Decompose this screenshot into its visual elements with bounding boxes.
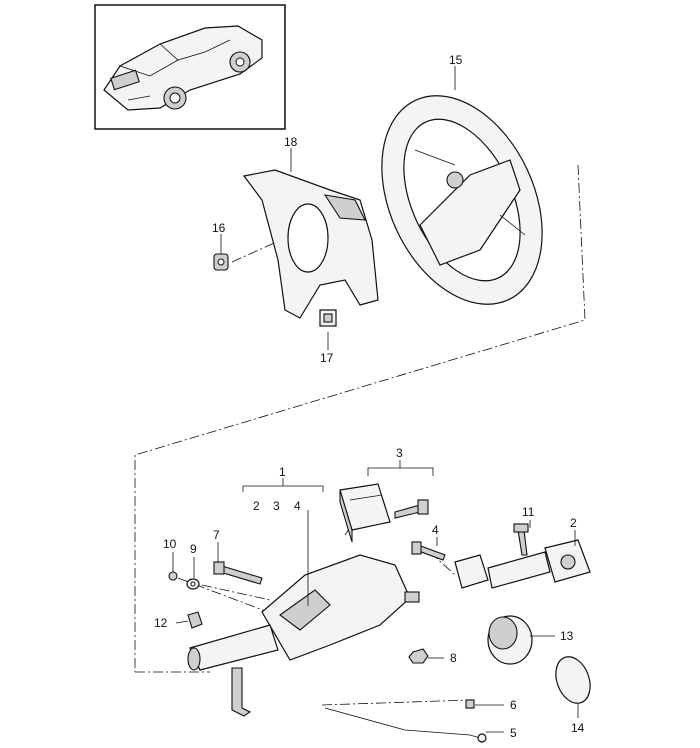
clip-12: [187, 611, 203, 629]
callout-15: 15: [449, 53, 463, 67]
steering-column-trim: [242, 169, 379, 319]
screw-3: [394, 499, 429, 519]
bolt-4: [411, 541, 446, 561]
car-thumbnail-icon: [103, 25, 263, 111]
callout-9: 9: [190, 542, 197, 556]
vehicle-thumbnail: [94, 4, 286, 130]
callout-16: 16: [212, 221, 226, 235]
callout-8: 8: [450, 651, 457, 665]
callout-1-sub-3: 3: [273, 499, 280, 513]
steering-column-1: [187, 554, 420, 717]
grommet-13: [487, 615, 533, 665]
screw-6: [465, 699, 475, 709]
steering-wheel: [381, 95, 543, 305]
nut-10: [168, 571, 178, 581]
dashdot-frame-upper: [134, 164, 586, 672]
callout-12: 12: [154, 616, 168, 630]
intermediate-shaft-2: [454, 539, 591, 589]
callout-13: 13: [560, 629, 574, 643]
control-unit-3: [339, 483, 391, 543]
callout-17: 17: [320, 351, 334, 365]
bolt-11: [513, 523, 529, 556]
callout-4: 4: [432, 523, 439, 537]
washer-9: [186, 578, 200, 590]
callout-14: 14: [571, 721, 585, 735]
callout-1: 1: [279, 465, 286, 479]
bolt-7: [213, 561, 263, 585]
callout-1-sub-2: 2: [253, 499, 260, 513]
cover-14: [555, 656, 591, 704]
callout-6: 6: [510, 698, 517, 712]
nut-8: [408, 648, 429, 664]
callout-11: 11: [522, 505, 535, 519]
screw-16: [213, 253, 229, 271]
callout-7: 7: [213, 528, 220, 542]
callout-5: 5: [510, 726, 517, 740]
clip-17: [319, 309, 337, 327]
cable-5: [324, 707, 487, 743]
callout-10: 10: [163, 537, 177, 551]
callout-2: 2: [570, 516, 577, 530]
callout-3: 3: [396, 446, 403, 460]
callout-1-sub-4: 4: [294, 499, 301, 513]
callout-18: 18: [284, 135, 298, 149]
